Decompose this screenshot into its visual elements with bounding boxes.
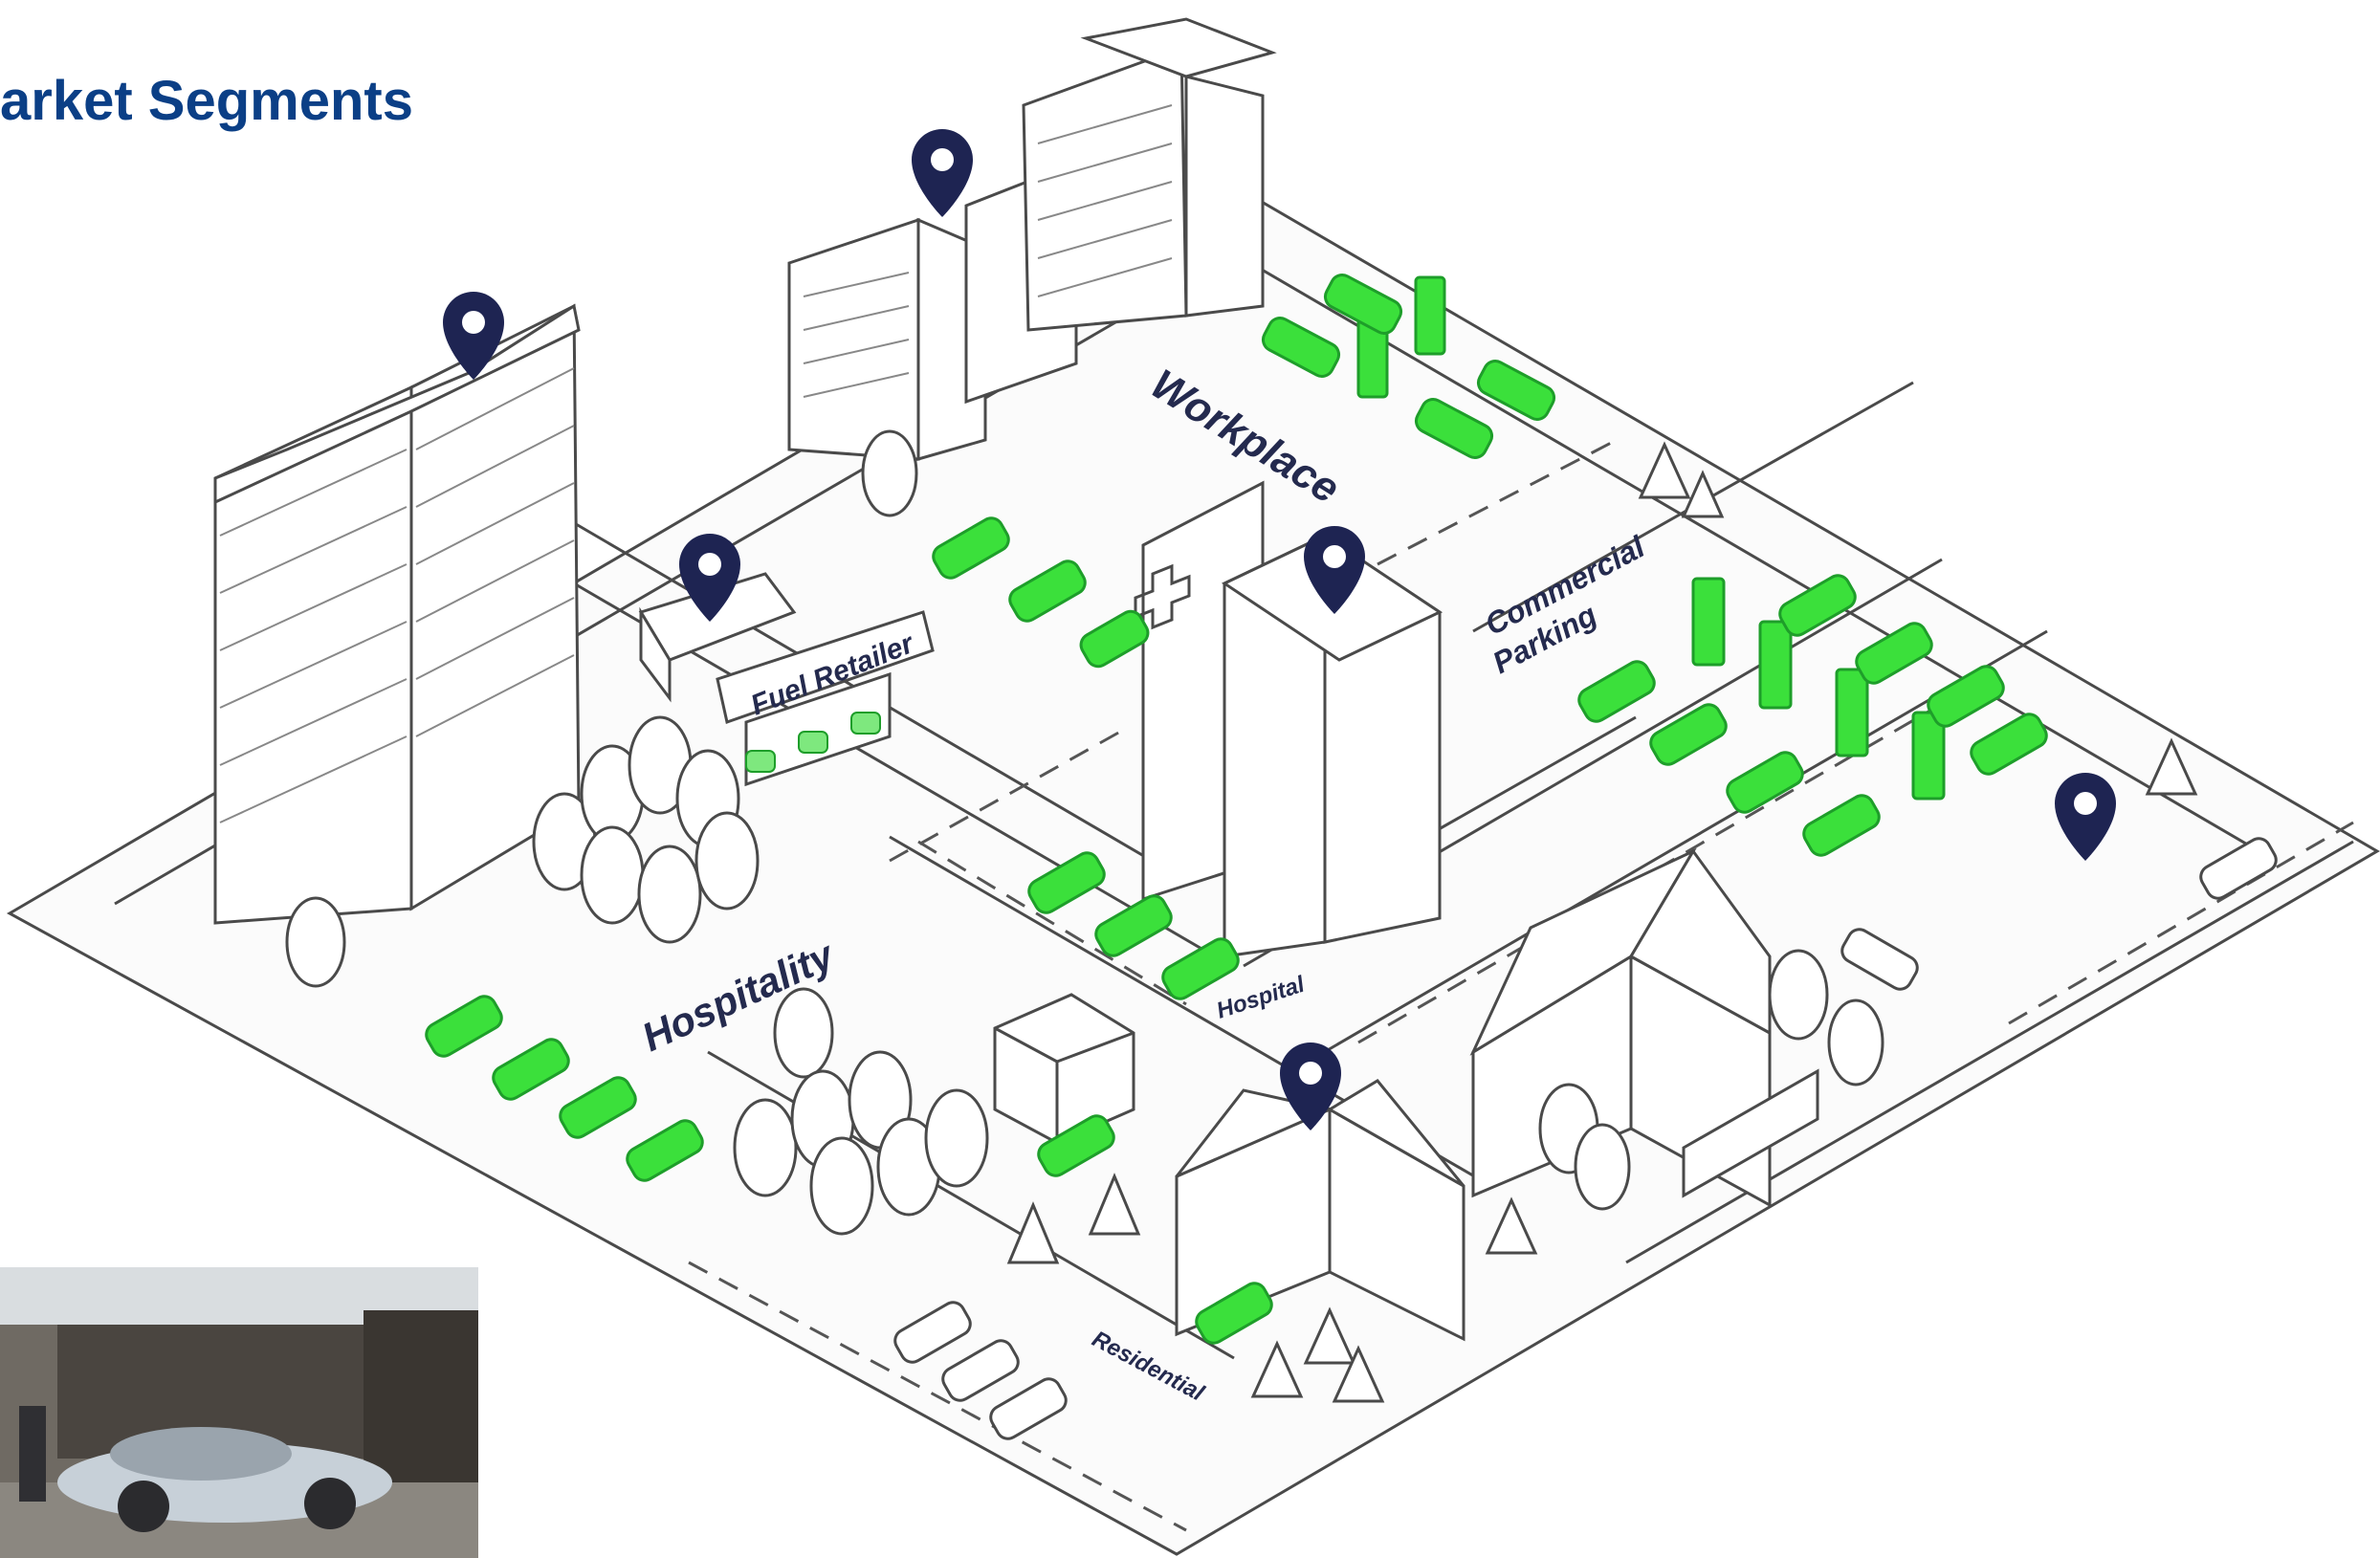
- fuel-pump-icon: [745, 712, 881, 773]
- car-icon: [893, 837, 2278, 1440]
- coffee-house: [993, 993, 1135, 1145]
- hospital-building: [1141, 480, 1443, 958]
- car-icon: [425, 274, 2048, 1345]
- map-pin-dots: [462, 148, 2097, 1085]
- page-title: arket Segments: [0, 70, 413, 132]
- hotel-towers: [213, 303, 581, 925]
- ev-photo: [0, 1267, 478, 1558]
- residential-house: [1175, 1079, 1465, 1342]
- fuel-station: [638, 572, 935, 787]
- ev-charger-icon: [1356, 275, 1946, 801]
- map-pin-icon: [443, 129, 2116, 1130]
- tree-icon: [285, 429, 2198, 1403]
- hospital-cross-icon: [1134, 563, 1191, 630]
- hotel-floors: [219, 367, 575, 823]
- office-windows: [803, 104, 1173, 398]
- office-towers: [787, 17, 1277, 461]
